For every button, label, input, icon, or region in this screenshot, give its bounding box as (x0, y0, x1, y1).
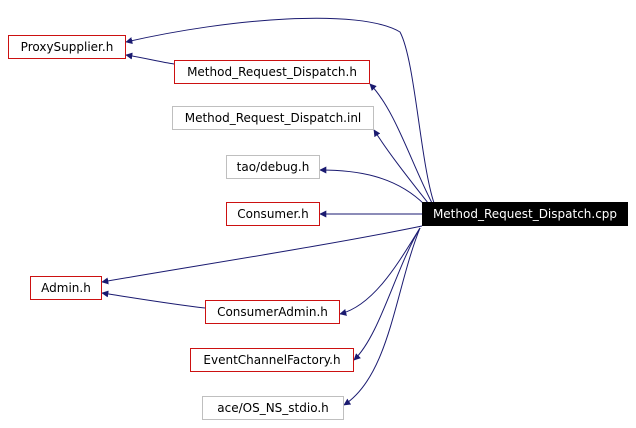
node-label: tao/debug.h (236, 160, 310, 174)
node-proxy-supplier-h[interactable]: ProxySupplier.h (8, 35, 126, 59)
node-label: EventChannelFactory.h (203, 353, 341, 367)
edge-root-to-ace-os-ns-stdio (343, 227, 421, 406)
edge-root-to-event-channel-factory (353, 227, 421, 361)
node-label: Method_Request_Dispatch.h (187, 65, 357, 79)
node-ace-os-ns-stdio-h[interactable]: ace/OS_NS_stdio.h (202, 396, 344, 420)
edge-root-to-admin (101, 225, 423, 285)
edge-root-to-method-request-dispatch-inl (373, 129, 429, 204)
node-tao-debug-h[interactable]: tao/debug.h (226, 155, 320, 179)
edge-root-to-method-request-dispatch-h (369, 83, 433, 204)
node-event-channel-factory-h[interactable]: EventChannelFactory.h (190, 348, 354, 372)
node-admin-h[interactable]: Admin.h (30, 276, 102, 300)
edge-root-to-proxy-supplier (125, 17, 435, 204)
node-label: ace/OS_NS_stdio.h (217, 401, 329, 415)
node-label: Method_Request_Dispatch.cpp (432, 207, 618, 221)
edge-root-to-tao-debug (319, 166, 426, 206)
node-label: ConsumerAdmin.h (217, 305, 328, 319)
node-label: Consumer.h (237, 207, 309, 221)
node-consumer-admin-h[interactable]: ConsumerAdmin.h (205, 300, 340, 324)
edge-root-to-consumer-admin (339, 227, 421, 316)
node-label: Admin.h (41, 281, 91, 295)
node-method-request-dispatch-h[interactable]: Method_Request_Dispatch.h (174, 60, 370, 84)
node-consumer-h[interactable]: Consumer.h (226, 202, 320, 226)
node-label: Method_Request_Dispatch.inl (184, 111, 362, 125)
node-method-request-dispatch-cpp[interactable]: Method_Request_Dispatch.cpp (422, 202, 628, 226)
node-method-request-dispatch-inl[interactable]: Method_Request_Dispatch.inl (172, 106, 374, 130)
node-label: ProxySupplier.h (20, 40, 114, 54)
edge-method-request-dispatch-h-to-proxy-supplier (125, 52, 175, 65)
edge-consumer-admin-to-admin (101, 290, 206, 309)
